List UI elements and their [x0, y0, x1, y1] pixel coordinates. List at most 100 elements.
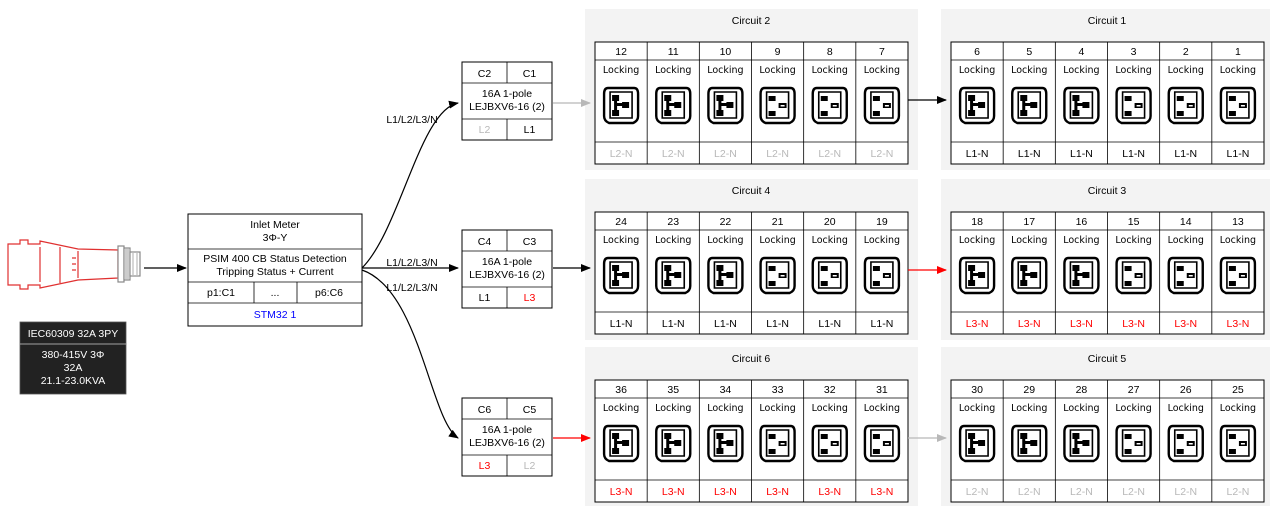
- outlet-mode: Locking: [1063, 403, 1099, 414]
- c19-outlet-icon: [707, 256, 744, 295]
- outlet-phase: L3-N: [1018, 318, 1041, 330]
- outlet-mode: Locking: [655, 235, 691, 246]
- meter-tripping: Tripping Status + Current: [216, 266, 333, 278]
- circuit-6-panel: Circuit 636LockingL3-N35LockingL3-N34Loc…: [585, 347, 918, 506]
- c19-outlet-icon: [655, 86, 692, 125]
- c13-outlet-icon: [811, 86, 848, 125]
- outlet-phase: L1-N: [966, 148, 989, 160]
- outlet-number: 4: [1078, 46, 1084, 58]
- outlet-mode: Locking: [603, 65, 639, 76]
- meter-port-first: p1:C1: [207, 287, 235, 299]
- outlet-number: 11: [668, 46, 679, 58]
- breaker-rating: 16A 1-pole: [482, 88, 532, 100]
- outlet-number: 15: [1128, 216, 1140, 228]
- outlet-phase: L3-N: [766, 486, 789, 498]
- outlet-phase: L1-N: [766, 318, 789, 330]
- breaker-right-label: C1: [523, 68, 537, 80]
- outlet-mode: Locking: [759, 403, 795, 414]
- outlet-phase: L1-N: [1122, 148, 1145, 160]
- outlet-phase: L3-N: [1227, 318, 1250, 330]
- c19-outlet-icon: [602, 86, 640, 125]
- outlet-phase: L2-N: [1018, 486, 1041, 498]
- breaker-right-phase: L3: [524, 292, 536, 304]
- outlet-phase: L1-N: [662, 318, 685, 330]
- outlet-phase: L3-N: [1070, 318, 1093, 330]
- outlet-phase: L3-N: [818, 486, 841, 498]
- c13-outlet-icon: [759, 256, 796, 295]
- outlet-number: 7: [879, 46, 885, 58]
- outlet-phase: L1-N: [871, 318, 894, 330]
- outlet-number: 34: [720, 384, 732, 396]
- outlet-mode: Locking: [1115, 403, 1151, 414]
- outlet-mode: Locking: [1011, 235, 1047, 246]
- outlet-number: 32: [824, 384, 836, 396]
- outlet-number: 12: [615, 46, 627, 58]
- c13-outlet-icon: [811, 424, 848, 463]
- outlet-mode: Locking: [864, 65, 900, 76]
- c19-outlet-icon: [655, 256, 692, 295]
- outlet-phase: L2-N: [1227, 486, 1250, 498]
- outlet-phase: L3-N: [714, 486, 737, 498]
- meter-detection: PSIM 400 CB Status Detection: [203, 253, 347, 265]
- inlet-current: 32A: [64, 362, 83, 374]
- outlet-phase: L2-N: [1122, 486, 1145, 498]
- c13-outlet-icon: [1167, 424, 1204, 463]
- outlet-mode: Locking: [1011, 65, 1047, 76]
- outlet-number: 13: [1232, 216, 1244, 228]
- breaker-right-phase: L2: [524, 460, 536, 472]
- outlet-number: 8: [827, 46, 833, 58]
- circuit-1-title: Circuit 1: [1088, 15, 1127, 27]
- circuit-2-panel: Circuit 212LockingL2-N11LockingL2-N10Loc…: [585, 9, 918, 170]
- outlet-number: 28: [1076, 384, 1088, 396]
- outlet-mode: Locking: [959, 235, 995, 246]
- outlet-mode: Locking: [707, 65, 743, 76]
- circuit-5-panel: Circuit 530LockingL2-N29LockingL2-N28Loc…: [941, 347, 1270, 506]
- outlet-number: 35: [667, 384, 679, 396]
- outlet-number: 31: [876, 384, 888, 396]
- outlet-mode: Locking: [1220, 65, 1256, 76]
- outlet-number: 24: [615, 216, 627, 228]
- outlet-number: 22: [720, 216, 732, 228]
- c19-outlet-icon: [655, 424, 692, 463]
- outlet-mode: Locking: [1220, 235, 1256, 246]
- circuit-4-title: Circuit 4: [732, 185, 771, 197]
- iec60309-plug-icon: [7, 239, 141, 290]
- outlet-number: 23: [667, 216, 679, 228]
- outlet-mode: Locking: [759, 235, 795, 246]
- outlet-number: 30: [971, 384, 983, 396]
- outlet-phase: L2-N: [662, 148, 685, 160]
- outlet-mode: Locking: [812, 235, 848, 246]
- c19-outlet-icon: [707, 86, 744, 125]
- outlet-phase: L3-N: [662, 486, 685, 498]
- outlet-phase: L3-N: [610, 486, 633, 498]
- outlet-phase: L2-N: [714, 148, 737, 160]
- breaker-rating: 16A 1-pole: [482, 256, 532, 268]
- outlet-number: 27: [1128, 384, 1140, 396]
- outlet-phase: L1-N: [818, 318, 841, 330]
- outlet-mode: Locking: [655, 65, 691, 76]
- outlet-phase: L2-N: [766, 148, 789, 160]
- outlet-phase: L1-N: [610, 318, 633, 330]
- outlet-phase: L1-N: [714, 318, 737, 330]
- outlet-mode: Locking: [1220, 403, 1256, 414]
- outlet-phase: L2-N: [1070, 486, 1093, 498]
- feed-line-breaker-c2-c1: [361, 100, 459, 269]
- outlet-phase: L2-N: [871, 148, 894, 160]
